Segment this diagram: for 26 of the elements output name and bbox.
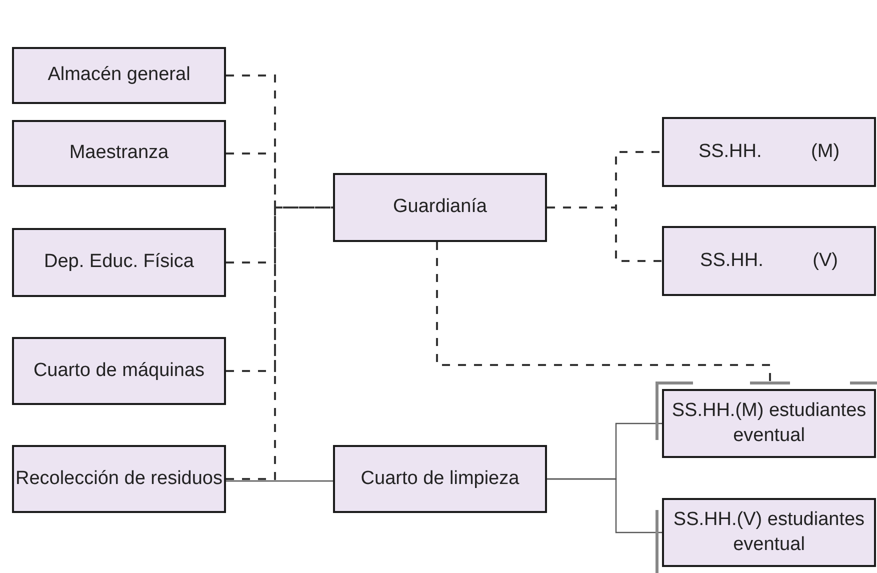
process-box [662,498,876,567]
connector-line [226,480,333,482]
box-label: SS.HH. (M) [698,140,840,164]
process-box [333,173,547,242]
process-box [12,337,226,405]
box-label: SS.HH.(M) estudiantes eventual [670,398,868,448]
process-box [662,117,876,187]
process-box [12,120,226,187]
box-label: Cuarto de máquinas [33,358,205,383]
box-label: Cuarto de limpieza [360,466,520,491]
box-label: Guardianía [392,195,487,220]
connector-line [226,206,333,480]
process-box [12,445,226,513]
box-label: Almacén general [48,63,190,88]
connector-line [226,206,333,264]
process-box [662,389,876,458]
box-label: SS.HH. (V) [700,248,838,273]
box-label: Maestranza [69,141,169,166]
connector-line [547,478,662,534]
box-label: SS.HH.(V) estudiantes eventual [672,508,866,556]
process-box [662,226,876,296]
process-box [12,228,226,297]
box-label: Recolección de residuos [15,466,222,491]
box-label: Dep. Educ. Física [44,250,194,274]
process-box [333,445,547,513]
process-box [12,47,226,104]
